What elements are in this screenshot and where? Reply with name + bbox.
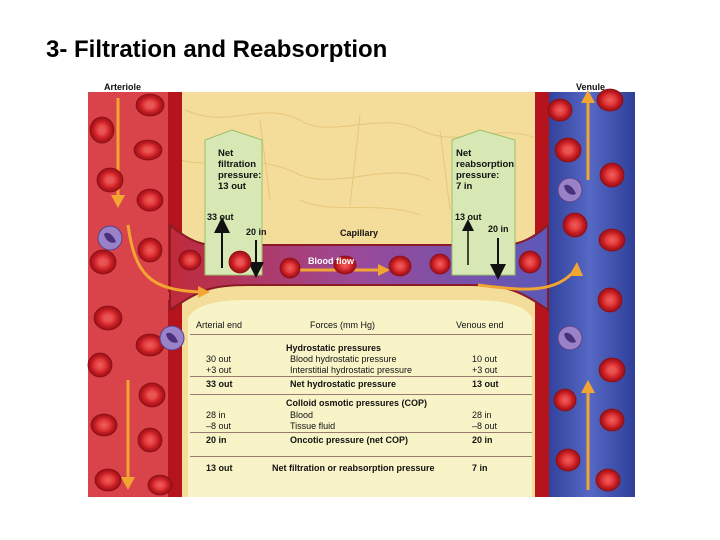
arterial-in-value: 20 in bbox=[246, 227, 267, 237]
hydrostatic-title: Hydrostatic pressures bbox=[286, 343, 382, 353]
header-forces: Forces (mm Hg) bbox=[310, 320, 375, 330]
venous-in-value: 20 in bbox=[488, 224, 509, 234]
cell-arterial: 30 out bbox=[206, 354, 232, 364]
arterial-pressure-box bbox=[204, 129, 263, 276]
venule-label: Venule bbox=[576, 82, 606, 92]
white-blood-cells bbox=[97, 177, 583, 351]
cell-venous: 10 out bbox=[472, 354, 498, 364]
cell-force: Tissue fluid bbox=[290, 421, 336, 431]
cell-arterial: 13 out bbox=[206, 463, 233, 473]
interstitial-fluid-area bbox=[188, 300, 532, 497]
cell-force: Net hydrostatic pressure bbox=[290, 379, 397, 389]
cell-force: Blood bbox=[290, 410, 314, 420]
header-venous-end: Venous end bbox=[456, 320, 504, 330]
table-row: –8 out Tissue fluid –8 out bbox=[190, 421, 532, 432]
arterial-box-line: 13 out bbox=[218, 181, 246, 192]
cell-venous: –8 out bbox=[472, 421, 498, 431]
arterial-out-value: 33 out bbox=[207, 212, 234, 222]
oncotic-row: 20 in Oncotic pressure (net COP) 20 in bbox=[190, 432, 532, 448]
cell-arterial: 20 in bbox=[206, 435, 227, 445]
table-row: 30 out Blood hydrostatic pressure 10 out bbox=[190, 354, 532, 365]
forces-table: Arterial end Forces (mm Hg) Venous end H… bbox=[190, 320, 532, 475]
cell-force: Oncotic pressure (net COP) bbox=[290, 435, 409, 445]
cell-venous: 13 out bbox=[472, 379, 499, 389]
arterial-box-line: filtration bbox=[218, 159, 256, 170]
colloid-title: Colloid osmotic pressures (COP) bbox=[286, 398, 428, 408]
cell-venous: 28 in bbox=[472, 410, 492, 420]
blood-flow-label: Blood flow bbox=[308, 256, 354, 266]
venous-box-line: pressure: bbox=[456, 170, 500, 181]
hydrostatic-title-row: Hydrostatic pressures bbox=[190, 343, 532, 354]
capillary-label: Capillary bbox=[340, 228, 379, 238]
arteriole-label: Arteriole bbox=[104, 82, 142, 92]
venous-box-line: Net bbox=[456, 148, 472, 159]
venous-box-line: reabsorption bbox=[456, 159, 515, 170]
arterial-box-text: Net filtration pressure: 13 out bbox=[218, 148, 261, 192]
table-row: +3 out Interstitial hydrostatic pressure… bbox=[190, 365, 532, 376]
table-row: 28 in Blood 28 in bbox=[190, 410, 532, 421]
net-hydrostatic-row: 33 out Net hydrostatic pressure 13 out bbox=[190, 376, 532, 392]
cell-arterial: 33 out bbox=[206, 379, 233, 389]
cell-venous: 20 in bbox=[472, 435, 493, 445]
rbc-centers bbox=[98, 101, 617, 399]
arterial-box-line: Net bbox=[218, 148, 234, 159]
venous-box-line: 7 in bbox=[456, 181, 473, 192]
header-arterial-end: Arterial end bbox=[196, 320, 243, 330]
flow-arrowheads bbox=[111, 90, 595, 490]
net-filtration-row: 13 out Net filtration or reabsorption pr… bbox=[190, 456, 532, 475]
venule-wall-lower bbox=[535, 300, 549, 497]
cell-force: Blood hydrostatic pressure bbox=[290, 354, 397, 364]
venous-box-text: Net reabsorption pressure: 7 in bbox=[456, 148, 514, 192]
cell-arterial: +3 out bbox=[206, 365, 232, 375]
slide-title: 3- Filtration and Reabsorption bbox=[46, 36, 388, 63]
venous-out-value: 13 out bbox=[455, 212, 482, 222]
cell-arterial: 28 in bbox=[206, 410, 226, 420]
cell-venous: 7 in bbox=[472, 463, 488, 473]
cell-venous: +3 out bbox=[472, 365, 498, 375]
arterial-box-line: pressure: bbox=[218, 170, 262, 181]
colloid-title-row: Colloid osmotic pressures (COP) bbox=[190, 394, 532, 410]
red-blood-cells bbox=[87, 88, 626, 496]
table-header-row: Arterial end Forces (mm Hg) Venous end bbox=[190, 320, 532, 335]
cell-force: Interstitial hydrostatic pressure bbox=[290, 365, 413, 375]
cell-force: Net filtration or reabsorption pressure bbox=[272, 463, 435, 473]
cell-arterial: –8 out bbox=[206, 421, 232, 431]
